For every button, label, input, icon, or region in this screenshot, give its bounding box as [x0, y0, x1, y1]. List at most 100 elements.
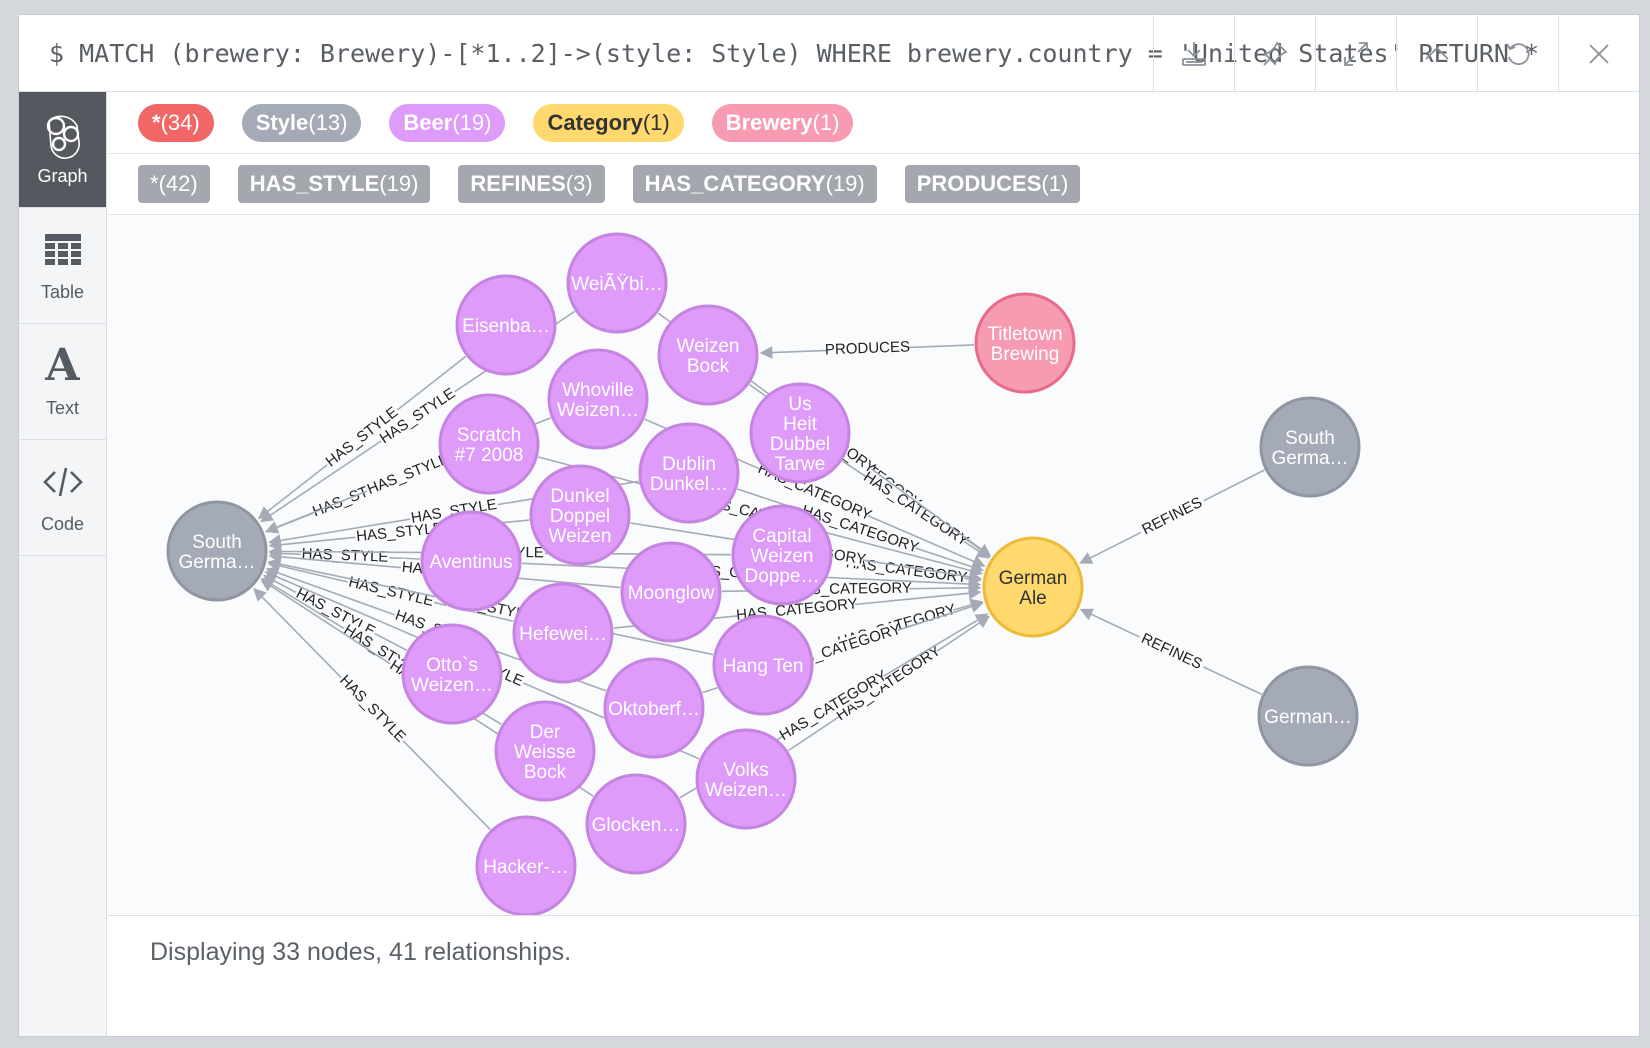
node-caption: Ale	[1019, 588, 1046, 609]
edge-label: REFINES	[1139, 630, 1205, 673]
node-circle[interactable]	[657, 304, 759, 406]
node-label-all[interactable]: *(34)	[138, 103, 214, 142]
beer-node[interactable]: Moonglow	[620, 541, 722, 643]
node-circle[interactable]	[166, 500, 268, 602]
sidebar-item-text[interactable]: A Text	[19, 324, 106, 440]
node-label-beer[interactable]: Beer(19)	[389, 103, 506, 142]
node-circle[interactable]	[974, 292, 1076, 394]
node-caption: Weizen…	[557, 400, 639, 421]
node-caption: Aventinus	[429, 552, 512, 573]
node-circle[interactable]	[547, 348, 649, 450]
rel-type-refines[interactable]: REFINES(3)	[458, 165, 605, 203]
expand-button[interactable]	[1315, 15, 1396, 92]
rel-type-has-category[interactable]: HAS_CATEGORY(19)	[632, 165, 877, 203]
node-circle[interactable]	[529, 464, 631, 566]
node-circle[interactable]	[420, 510, 522, 612]
status-bar: Displaying 33 nodes, 41 relationships.	[108, 915, 1639, 1036]
beer-node[interactable]: Eisenba…	[455, 274, 557, 376]
edge-label-bg	[363, 449, 453, 498]
style-node[interactable]: German…	[1257, 665, 1359, 767]
style-node[interactable]: SouthGerma…	[166, 500, 268, 602]
node-caption: Glocken…	[592, 815, 681, 836]
beer-node[interactable]: VolksWeizen…	[695, 728, 797, 830]
beer-node[interactable]: Hefewei…	[512, 582, 614, 684]
node-caption: Dunkel…	[650, 474, 728, 495]
relationship-edge[interactable]: REFINES	[1079, 608, 1263, 696]
node-circle[interactable]	[438, 393, 540, 495]
node-caption: Dunkel	[550, 486, 609, 507]
node-caption: Germa…	[1271, 448, 1348, 469]
node-circle[interactable]	[494, 700, 596, 802]
close-icon	[1589, 43, 1609, 64]
sidebar-item-graph[interactable]: Graph	[19, 92, 106, 208]
node-circle[interactable]	[638, 422, 740, 524]
node-caption: WeiÃŸbi…	[571, 273, 663, 295]
beer-node[interactable]: WhovilleWeizen…	[547, 348, 649, 450]
node-circle[interactable]	[1259, 396, 1361, 498]
beer-node[interactable]: CapitalWeizenDoppe…	[731, 504, 833, 606]
node-circle[interactable]	[982, 536, 1084, 638]
node-circle[interactable]	[401, 623, 503, 725]
pin-button[interactable]	[1234, 15, 1315, 92]
node-circle[interactable]	[455, 274, 557, 376]
node-caption: Doppel	[550, 506, 610, 527]
node-circle[interactable]	[603, 657, 705, 759]
node-circle[interactable]	[731, 504, 833, 606]
beer-node[interactable]: Oktoberf…	[603, 657, 705, 759]
relationship-edge[interactable]: REFINES	[1079, 469, 1265, 564]
node-circle[interactable]	[512, 582, 614, 684]
sidebar-item-label: Graph	[37, 166, 88, 186]
beer-node[interactable]: DublinDunkel…	[638, 422, 740, 524]
graph-svg[interactable]: PRODUCESREFINESREFINESHAS_STYLEHAS_STYLE…	[108, 215, 1639, 917]
style-node[interactable]: SouthGerma…	[1259, 396, 1361, 498]
node-caption: Us	[788, 394, 811, 415]
node-circle[interactable]	[695, 728, 797, 830]
beer-node[interactable]: WeiÃŸbi…	[566, 232, 668, 334]
sidebar-item-label: Table	[40, 282, 85, 302]
edge-label-bg	[336, 671, 410, 746]
rel-type-has-style[interactable]: HAS_STYLE(19)	[237, 165, 431, 203]
node-caption: Bock	[687, 356, 730, 377]
node-circle[interactable]	[620, 541, 722, 643]
node-caption: Weizen	[750, 546, 813, 567]
query-text[interactable]: $ MATCH (brewery: Brewery)-[*1..2]->(sty…	[49, 39, 1540, 68]
beer-node[interactable]: Aventinus	[420, 510, 522, 612]
download-button[interactable]	[1153, 15, 1234, 92]
node-caption: Volks	[723, 760, 768, 781]
rerun-button[interactable]	[1477, 15, 1558, 92]
node-label-style[interactable]: Style(13)	[241, 103, 362, 142]
node-caption: Brewing	[991, 344, 1060, 365]
close-button[interactable]	[1558, 15, 1639, 92]
beer-node[interactable]: Scratch#7 2008	[438, 393, 540, 495]
sidebar-item-code[interactable]: Code	[19, 440, 106, 556]
rel-type-all[interactable]: *(42)	[138, 165, 210, 203]
relationship-edge[interactable]: PRODUCES	[759, 338, 975, 359]
node-label-brewery[interactable]: Brewery(1)	[711, 103, 854, 142]
node-caption: #7 2008	[455, 445, 524, 466]
node-label-category[interactable]: Category(1)	[533, 103, 684, 142]
sidebar-item-table[interactable]: Table	[19, 208, 106, 324]
node-caption: Weizen…	[705, 780, 787, 801]
node-caption: South	[192, 532, 242, 553]
beer-node[interactable]: Hang Ten	[712, 614, 814, 716]
node-circle[interactable]	[1257, 665, 1359, 767]
beer-node[interactable]: Glocken…	[585, 773, 687, 875]
collapse-button[interactable]	[1396, 15, 1477, 92]
node-circle[interactable]	[749, 382, 851, 484]
node-caption: Otto`s	[426, 655, 478, 676]
node-circle[interactable]	[566, 232, 668, 334]
node-circle[interactable]	[712, 614, 814, 716]
rel-type-produces[interactable]: PRODUCES(1)	[904, 165, 1081, 203]
beer-node[interactable]: Otto`sWeizen…	[401, 623, 503, 725]
beer-node[interactable]: Hacker-…	[475, 815, 577, 917]
node-circle[interactable]	[585, 773, 687, 875]
node-caption: Capital	[752, 526, 811, 547]
code-icon	[42, 467, 83, 497]
